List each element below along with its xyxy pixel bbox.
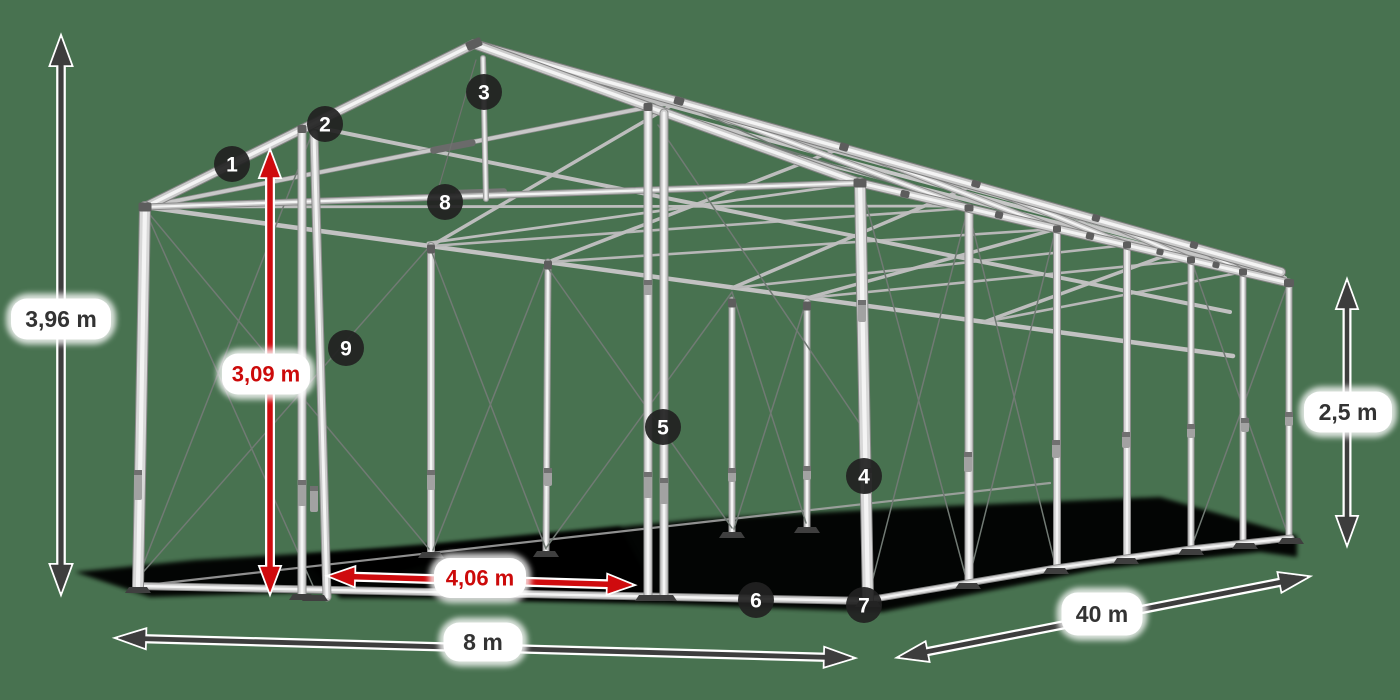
- svg-text:40 m: 40 m: [1076, 601, 1128, 627]
- svg-text:3: 3: [478, 82, 490, 105]
- svg-text:7: 7: [858, 595, 870, 618]
- svg-text:6: 6: [750, 590, 762, 613]
- svg-text:1: 1: [226, 154, 238, 177]
- svg-text:9: 9: [340, 338, 352, 361]
- svg-text:5: 5: [657, 417, 669, 440]
- svg-text:4: 4: [858, 466, 870, 489]
- svg-text:4,06 m: 4,06 m: [446, 566, 515, 591]
- svg-text:3,96 m: 3,96 m: [25, 306, 97, 332]
- svg-text:3,09 m: 3,09 m: [232, 362, 301, 387]
- svg-text:8 m: 8 m: [463, 629, 503, 655]
- svg-text:8: 8: [439, 192, 451, 215]
- svg-text:2: 2: [319, 114, 331, 137]
- svg-text:2,5 m: 2,5 m: [1319, 399, 1378, 425]
